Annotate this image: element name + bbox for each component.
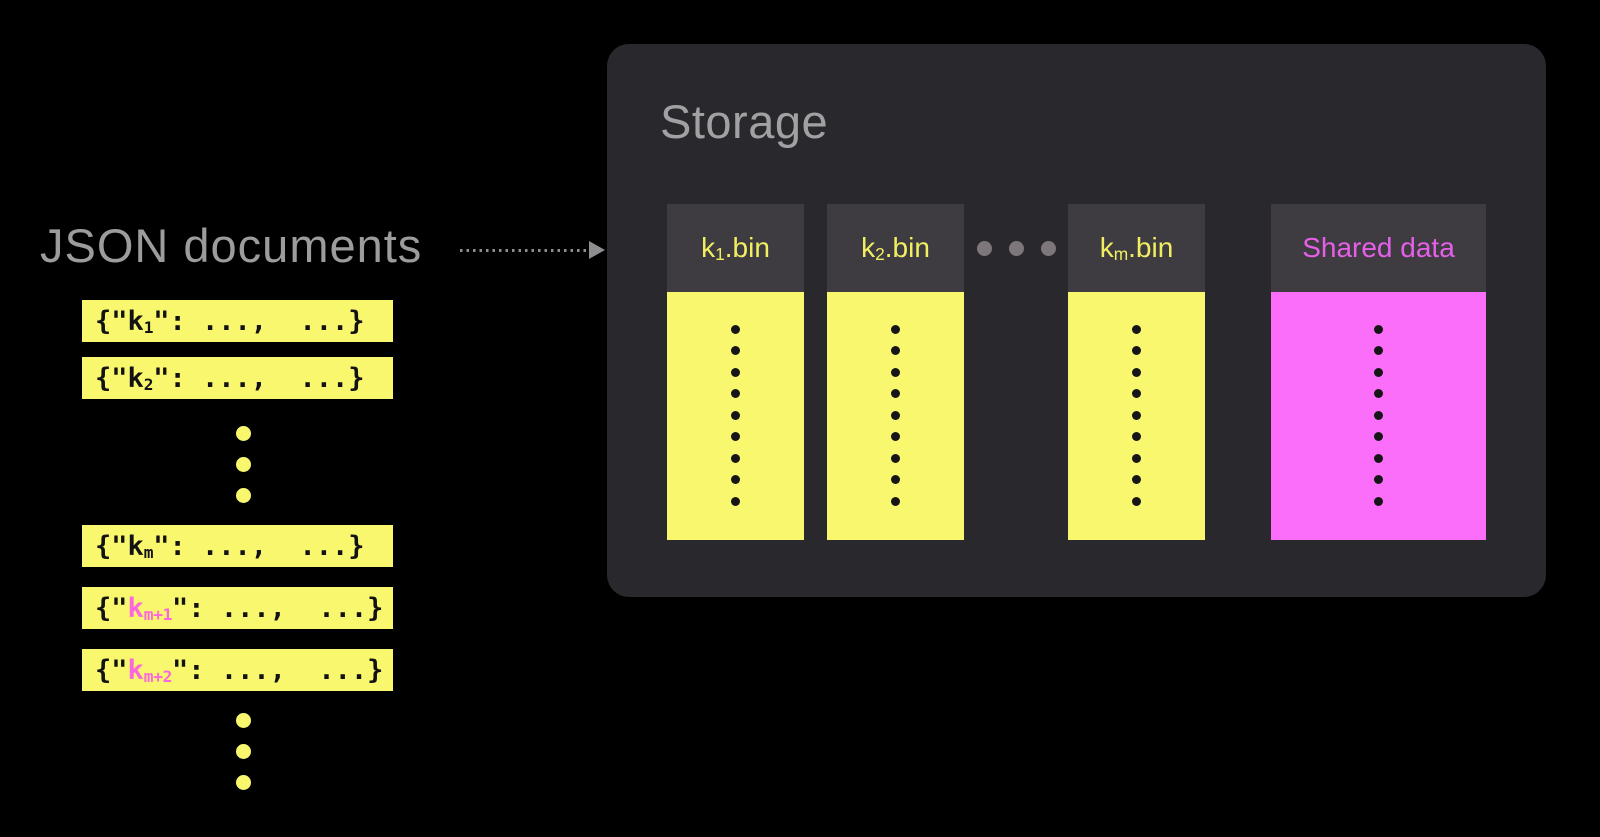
file-body <box>1271 292 1486 540</box>
file-body <box>667 292 804 540</box>
json-doc-row-k2: {"k2": ..., ...} <box>82 357 393 399</box>
file-header: km.bin <box>1068 204 1205 292</box>
doc-key: km+2 <box>127 654 173 687</box>
json-doc-row-k1: {"k1": ..., ...} <box>82 300 393 342</box>
json-to-storage-arrow <box>460 249 590 252</box>
doc-key: km <box>127 530 154 563</box>
doc-open: {" <box>95 362 128 394</box>
json-doc-row-km2: {"km+2": ..., ...} <box>82 649 393 691</box>
doc-rest: ": ..., ...} <box>172 592 384 624</box>
file-column-km-bin: km.bin <box>1068 204 1205 540</box>
record-dots <box>1271 292 1486 506</box>
vertical-ellipsis-dots <box>236 426 251 503</box>
file-header: Shared data <box>1271 204 1486 292</box>
more-files-ellipsis <box>977 241 1056 256</box>
record-dots <box>667 292 804 506</box>
record-dots <box>1068 292 1205 506</box>
json-documents-label: JSON documents <box>40 219 423 272</box>
file-column-k1-bin: k1.bin <box>667 204 804 540</box>
doc-rest: ": ..., ...} <box>153 305 365 337</box>
json-doc-row-km: {"km": ..., ...} <box>82 525 393 567</box>
file-label: Shared data <box>1302 232 1455 263</box>
file-label: km.bin <box>1099 232 1174 265</box>
doc-rest: ": ..., ...} <box>153 530 365 562</box>
doc-open: {" <box>95 654 128 686</box>
file-label: k2.bin <box>861 232 930 265</box>
arrow-head-icon <box>589 241 605 259</box>
record-dots <box>827 292 964 506</box>
storage-panel: Storage k1.bin k2.bin km.bin Shared data <box>607 44 1546 597</box>
doc-open: {" <box>95 530 128 562</box>
vertical-ellipsis-dots <box>236 713 251 790</box>
file-header: k2.bin <box>827 204 964 292</box>
doc-open: {" <box>95 592 128 624</box>
file-label: k1.bin <box>701 232 770 265</box>
doc-key: km+1 <box>127 592 173 625</box>
file-body <box>827 292 964 540</box>
storage-title: Storage <box>660 95 829 148</box>
file-column-k2-bin: k2.bin <box>827 204 964 540</box>
doc-open: {" <box>95 305 128 337</box>
file-header: k1.bin <box>667 204 804 292</box>
doc-rest: ": ..., ...} <box>172 654 384 686</box>
file-body <box>1068 292 1205 540</box>
doc-key: k1 <box>127 305 154 338</box>
doc-key: k2 <box>127 362 154 395</box>
json-doc-row-km1: {"km+1": ..., ...} <box>82 587 393 629</box>
shared-data-column: Shared data <box>1271 204 1486 540</box>
doc-rest: ": ..., ...} <box>153 362 365 394</box>
